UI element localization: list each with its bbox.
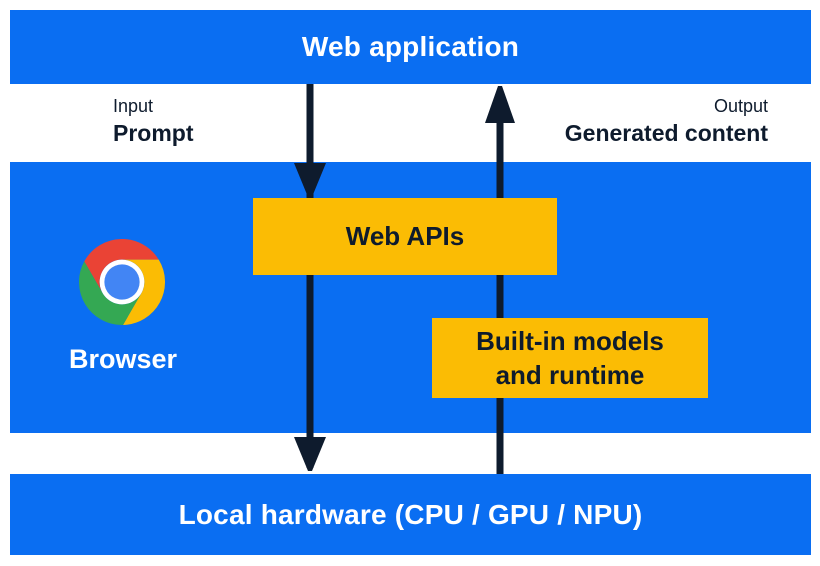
web-apis-box: Web APIs xyxy=(253,198,557,275)
input-labels: Input Prompt xyxy=(113,93,194,147)
input-label: Prompt xyxy=(113,120,194,146)
builtin-models-label-line2: and runtime xyxy=(495,360,645,390)
builtin-models-label-line1: Built-in models xyxy=(476,326,664,356)
builtin-models-box: Built-in models and runtime xyxy=(432,318,708,398)
chrome-logo-icon xyxy=(79,239,165,325)
output-labels: Output Generated content xyxy=(565,93,768,147)
local-hardware-label: Local hardware (CPU / GPU / NPU) xyxy=(178,498,643,530)
web-application-label: Web application xyxy=(301,31,520,62)
output-caption: Output xyxy=(713,96,768,116)
browser-label: Browser xyxy=(68,344,178,374)
web-apis-label: Web APIs xyxy=(345,221,465,251)
input-caption: Input xyxy=(113,96,154,116)
local-hardware-bar: Local hardware (CPU / GPU / NPU) xyxy=(10,474,811,555)
web-application-bar: Web application xyxy=(10,10,811,84)
output-label: Generated content xyxy=(564,120,768,146)
